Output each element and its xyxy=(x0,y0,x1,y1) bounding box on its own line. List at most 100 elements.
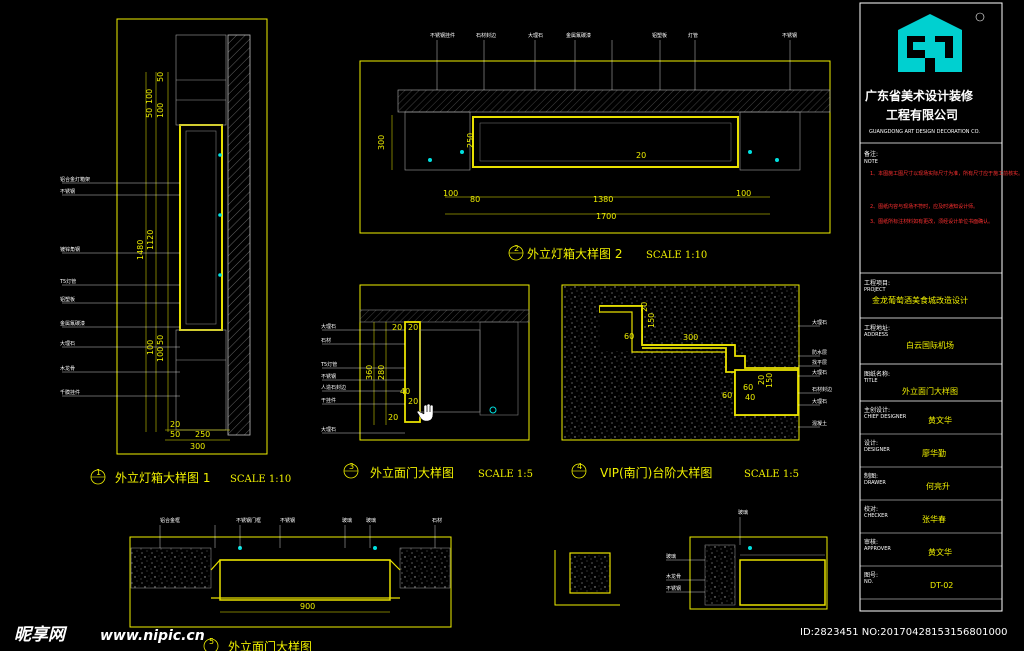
row-0-label: 主创设计: xyxy=(864,406,890,414)
d3-dim-0: 360 xyxy=(365,365,374,380)
d3-label-0: 大理石 xyxy=(321,323,336,330)
d5-label-2: 不锈钢 xyxy=(280,517,295,524)
row-1-label: 设计: xyxy=(864,439,878,447)
d3-label-4: 人造石封边 xyxy=(321,384,346,391)
note-1: 1、本图施工图尺寸以现场实际尺寸为准，所有尺寸应于施工前核实。 xyxy=(870,170,1023,177)
company-name-line1: 广东省美术设计装修 xyxy=(865,88,974,103)
d3-dim-3: 20 xyxy=(408,397,418,406)
row-3-label-en: CHECKER xyxy=(864,513,888,519)
d4-title: VIP(南门)台阶大样图 xyxy=(600,465,712,480)
note-3: 3、图纸所标注材料如有更改，须经设计单位书面确认。 xyxy=(870,218,993,225)
d5-number: 5 xyxy=(209,637,214,646)
d6-label-3: 不锈钢 xyxy=(666,585,681,592)
address-value: 白云国际机场 xyxy=(906,340,954,350)
d4-label-3: 大理石 xyxy=(812,369,827,376)
drawing-name-value: 外立面门大样图 xyxy=(902,386,958,396)
d2-dim-0: 300 xyxy=(377,135,386,150)
d2-dim-3: 100 xyxy=(443,189,458,198)
d2-label-3: 金属氟碳漆 xyxy=(566,32,591,39)
d4-dim-4: 60 xyxy=(722,391,732,400)
d1-label-8: 千膜挂件 xyxy=(60,389,80,396)
d6-label-0: 玻璃 xyxy=(738,509,748,516)
watermark-logo: 昵享网 xyxy=(14,625,68,645)
d1-dim-11: 250 xyxy=(195,430,210,439)
d3-number: 3 xyxy=(349,462,354,471)
d4-label-2: 找平层 xyxy=(812,359,827,366)
row-4-value: 黄文华 xyxy=(928,547,952,557)
d3-dim-4: 20 xyxy=(388,413,398,422)
drawing-name-label: 图纸名称: xyxy=(864,370,890,378)
d3-label-1: 石材 xyxy=(321,337,331,344)
d1-dim-8: 100 xyxy=(156,347,165,362)
note-2: 2、图纸内容与现场不符时，应及时通知设计师。 xyxy=(870,203,978,210)
d3-label-6: 大理石 xyxy=(321,426,336,433)
d2-label-2: 大理石 xyxy=(528,32,543,39)
d2-label-4: 铝塑板 xyxy=(652,32,667,39)
drawing-4-vip-step-detail: 大理石 防水层 找平层 大理石 石材封边 大理石 混凝土 60 150 20 3… xyxy=(561,284,832,480)
d4-number: 4 xyxy=(577,462,582,471)
drawing-1-lightbox-section: 铝合金灯箱架 不锈钢 镀锌角钢 T5灯管 铝塑板 金属氟碳漆 大理石 木龙骨 千… xyxy=(59,18,291,485)
d2-label-6: 不锈钢 xyxy=(782,32,797,39)
d3-dim-5: 20 xyxy=(408,323,418,332)
row-5-value: DT-02 xyxy=(930,581,953,590)
d2-dim-1: 250 xyxy=(466,133,475,148)
signature-rows: 主创设计: CHIEF DESIGNER 黄文华 设计: DESIGNER 廖华… xyxy=(860,406,1002,600)
d2-dim-4: 80 xyxy=(470,195,480,204)
watermark: 昵享网 www.nipic.cn ID:2823451 NO:201704281… xyxy=(14,625,1008,645)
d4-label-0: 大理石 xyxy=(812,319,827,326)
drawing-2-lightbox-plan: 不锈钢挂件 石材封边 大理石 金属氟碳漆 铝塑板 灯管 不锈钢 300 250 … xyxy=(359,32,831,261)
d2-dim-7: 1700 xyxy=(596,212,616,221)
d4-label-4: 石材封边 xyxy=(812,386,832,393)
d1-dim-1: 100 xyxy=(145,89,154,104)
d4-dim-2: 20 xyxy=(640,302,649,312)
drawing-6-corner-details: 玻璃 玻璃 木龙骨 不锈钢 xyxy=(554,509,828,610)
d2-dim-2: 20 xyxy=(636,151,646,160)
d3-label-3: 不锈钢 xyxy=(321,373,336,380)
notes-label-en: NOTE xyxy=(864,159,878,165)
address-label: 工程地址: xyxy=(864,324,890,332)
d2-title: 外立灯箱大样图 2 xyxy=(527,246,622,261)
d1-dim-10: 50 xyxy=(170,430,180,439)
d4-label-6: 混凝土 xyxy=(812,420,827,427)
row-5-label: 图号: xyxy=(864,572,878,579)
company-name-line2: 工程有限公司 xyxy=(886,107,958,122)
d1-label-1: 不锈钢 xyxy=(60,188,75,195)
d1-label-0: 铝合金灯箱架 xyxy=(60,176,90,183)
d1-dim-0: 50 xyxy=(156,72,165,82)
d4-label-1: 防水层 xyxy=(812,349,827,356)
watermark-url: www.nipic.cn xyxy=(100,628,205,644)
d1-dim-2: 50 xyxy=(145,108,154,118)
d5-label-3: 玻璃 xyxy=(342,517,352,524)
project-name: 金龙葡萄酒美食城改造设计 xyxy=(872,295,968,305)
d2-dim-5: 1380 xyxy=(593,195,613,204)
d1-title: 外立灯箱大样图 1 xyxy=(115,470,210,485)
d5-label-4: 玻璃 xyxy=(366,517,376,524)
d4-dim-1: 150 xyxy=(647,313,656,328)
row-0-value: 黄文华 xyxy=(928,415,952,425)
row-4-label: 审核: xyxy=(864,538,878,546)
d1-label-5: 金属氟碳漆 xyxy=(60,320,85,327)
d1-label-2: 镀锌角钢 xyxy=(60,246,80,253)
d2-dim-6: 100 xyxy=(736,189,751,198)
d4-label-5: 大理石 xyxy=(812,398,827,405)
d4-dim-3: 300 xyxy=(683,333,698,342)
d4-dim-7: 60 xyxy=(743,383,753,392)
d3-title: 外立面门大样图 xyxy=(370,465,454,480)
d6-label-1: 玻璃 xyxy=(666,553,676,560)
title-block: 广东省美术设计装修 工程有限公司 GUANGDONG ART DESIGN DE… xyxy=(859,2,1023,612)
d1-dim-5: 1120 xyxy=(146,230,155,250)
address-label-en: ADDRESS xyxy=(864,332,888,338)
row-2-value: 何亮升 xyxy=(926,481,950,491)
row-1-value: 廖华勤 xyxy=(922,448,946,458)
d1-label-4: 铝塑板 xyxy=(60,296,75,303)
d2-scale: SCALE 1:10 xyxy=(646,250,707,261)
d1-label-3: T5灯管 xyxy=(59,278,76,285)
row-0-label-en: CHIEF DESIGNER xyxy=(864,414,907,420)
d3-scale: SCALE 1:5 xyxy=(478,469,533,480)
drawing-name-label-en: TITLE xyxy=(863,378,878,384)
d1-label-6: 大理石 xyxy=(60,340,75,347)
company-logo-icon xyxy=(898,12,985,72)
row-3-label: 校对: xyxy=(864,505,878,513)
row-2-label-en: DRAWER xyxy=(864,480,886,486)
